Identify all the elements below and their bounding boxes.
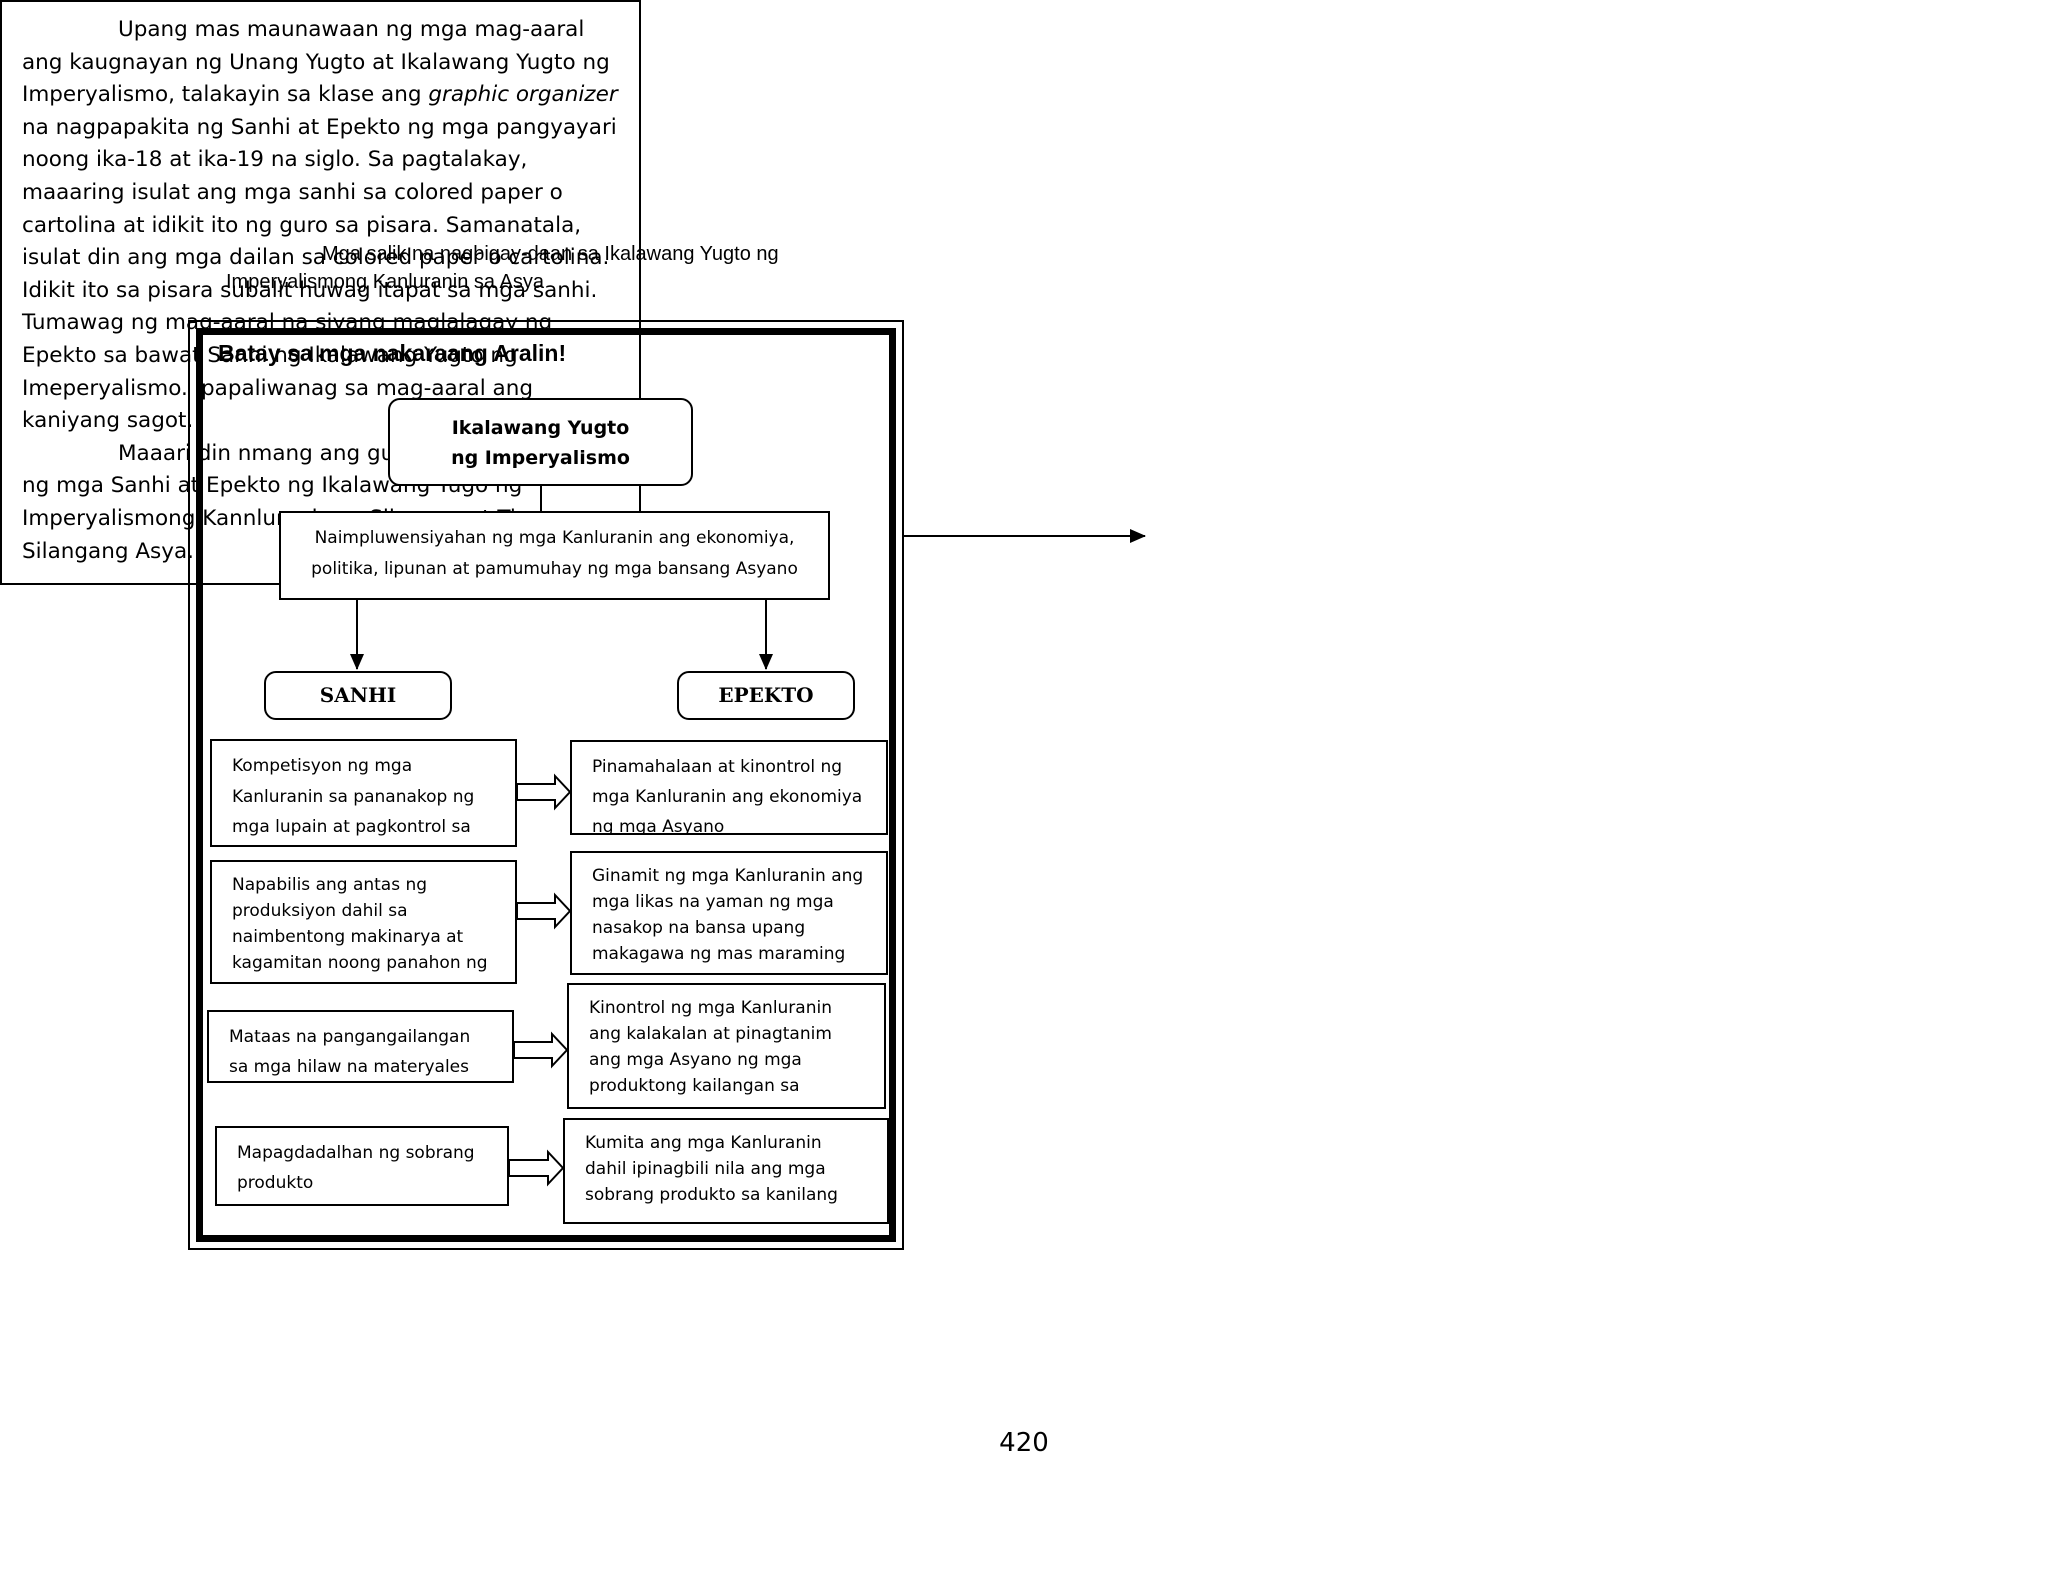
page-number: 420 xyxy=(999,1428,1049,1458)
organizer-caption: Mga salik na nagbigay-daan sa Ikalawang … xyxy=(226,240,846,296)
organizer-heading: Batay sa mga nakaraang Aralin! xyxy=(218,340,567,366)
block-arrow-2 xyxy=(516,892,572,930)
effect-box-3: Kinontrol ng mga Kanluranin ang kalakala… xyxy=(567,983,886,1109)
cause-box-3: Mataas na pangangailangan sa mga hilaw n… xyxy=(207,1010,514,1083)
cause-box-1: Kompetisyon ng mga Kanluranin sa pananak… xyxy=(210,739,517,847)
block-arrow-3 xyxy=(513,1031,569,1069)
instructions-box: Upang mas maunawaan ng mga mag-aaral ang… xyxy=(0,0,641,585)
influence-box: Naimpluwensiyahan ng mga Kanluranin ang … xyxy=(279,511,830,600)
instructions-p1-part1: Upang mas maunawaan ng mga mag-aaral ang… xyxy=(22,17,610,108)
block-arrow-1 xyxy=(516,773,572,811)
organizer-inner-frame xyxy=(196,328,896,1242)
effect-box-4: Kumita ang mga Kanluranin dahil ipinagbi… xyxy=(563,1118,889,1224)
caption-line-1: Mga salik na nagbigay-daan sa Ikalawang … xyxy=(322,243,779,265)
effect-box-2: Ginamit ng mga Kanluranin ang mga likas … xyxy=(570,851,888,975)
title-line-1: Ikalawang Yugto xyxy=(451,417,630,439)
block-arrow-4 xyxy=(508,1149,565,1187)
instructions-p1-part2: na nagpapakita ng Sanhi at Epekto ng mga… xyxy=(22,114,617,434)
caption-line-2: Imperyalismong Kanluranin sa Asya xyxy=(226,271,544,293)
cause-box-4: Mapagdadalhan ng sobrang produkto xyxy=(215,1126,509,1206)
instructions-paragraph-1: Upang mas maunawaan ng mga mag-aaral ang… xyxy=(22,14,621,438)
sanhi-label: SANHI xyxy=(264,671,452,720)
cause-box-2: Napabilis ang antas ng produksiyon dahil… xyxy=(210,860,517,984)
title-line-2: ng Imperyalismo xyxy=(451,447,630,469)
organizer-title-box: Ikalawang Yugto ng Imperyalismo xyxy=(388,398,693,486)
effect-box-1: Pinamahalaan at kinontrol ng mga Kanlura… xyxy=(570,740,888,835)
organizer-outer-frame xyxy=(188,320,904,1250)
instructions-p1-italic: graphic organizer xyxy=(428,82,618,108)
epekto-label: EPEKTO xyxy=(677,671,855,720)
